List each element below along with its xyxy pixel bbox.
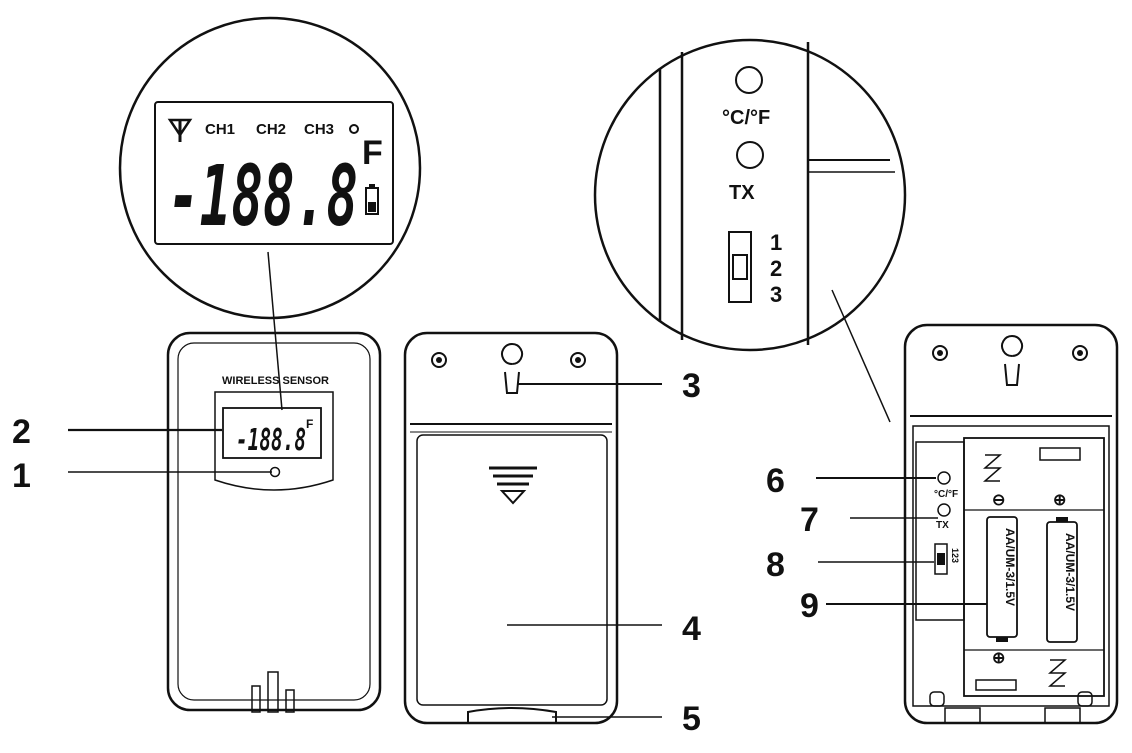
lcd-zoom-leader — [267, 251, 283, 411]
channel-switch-zoom — [728, 231, 752, 303]
unit-button — [937, 471, 951, 485]
channel-2-label: 2 — [770, 256, 782, 281]
channel-label-small: 123 — [950, 548, 960, 563]
hang-hole-icon — [1001, 335, 1024, 386]
lcd-ch1-label: CH1 — [205, 121, 235, 138]
lcd-zoom-unit: F — [362, 134, 383, 172]
brand-label: WIRELESS SENSOR — [222, 375, 329, 387]
hang-hole-icon — [501, 343, 524, 394]
sensor-open-view: ⊖ ⊕ ⊕ AA/UM-3/1.5V AA/UM-3/1.5V °C/°F TX… — [903, 323, 1119, 725]
unit-button-zoom — [735, 66, 763, 94]
tx-label-small: TX — [936, 520, 949, 531]
plus-symbol: ⊕ — [1053, 492, 1066, 509]
battery-cover-arrow-icon — [489, 466, 537, 505]
callout-6: 6 — [766, 462, 785, 500]
sensor-front-view: WIRELESS SENSOR -188.8 F — [166, 331, 382, 713]
lcd-ch3-label: CH3 — [304, 121, 334, 138]
unit-label-small: °C/°F — [934, 489, 958, 500]
tx-button-zoom — [736, 141, 764, 169]
battery-low-icon — [365, 184, 379, 215]
sensor-back-view — [403, 331, 619, 725]
cover-latch — [467, 707, 557, 723]
callout-numbers: 2 1 3 4 5 6 7 8 9 — [12, 367, 819, 738]
channel-3-label: 3 — [770, 282, 782, 307]
front-lcd-unit: F — [306, 417, 313, 431]
channel-1-label: 1 — [770, 230, 782, 255]
screw-icon — [932, 345, 948, 361]
callout-4: 4 — [682, 610, 701, 648]
lcd-ch2-label: CH2 — [256, 121, 286, 138]
battery-right-label: AA/UM-3/1.5V — [1063, 533, 1077, 611]
front-lcd — [222, 407, 322, 459]
callout-5: 5 — [682, 700, 701, 738]
switch-zoom-callout: °C/°F TX 1 2 3 — [593, 38, 907, 423]
unit-label-zoom: °C/°F — [722, 107, 770, 129]
plus-symbol: ⊕ — [992, 650, 1005, 667]
front-window — [214, 391, 334, 491]
tx-button — [937, 503, 951, 517]
tx-label-zoom: TX — [729, 182, 755, 204]
channel-switch — [934, 543, 948, 575]
battery-left-label: AA/UM-3/1.5V — [1003, 528, 1017, 606]
battery-left: AA/UM-3/1.5V — [986, 516, 1018, 642]
callout-9: 9 — [800, 587, 819, 625]
front-stand-legs — [251, 671, 295, 713]
battery-cover — [416, 434, 608, 706]
lcd-zoom-digits: -188.8 — [168, 147, 358, 245]
antenna-icon — [167, 118, 193, 142]
callout-lines — [68, 383, 987, 718]
callout-1: 1 — [12, 457, 31, 495]
callout-7: 7 — [800, 501, 819, 539]
lcd-zoom-callout: CH1 CH2 CH3 -188.8 F — [118, 16, 422, 411]
screw-icon — [1072, 345, 1088, 361]
screw-icon — [570, 352, 586, 368]
minus-symbol: ⊖ — [992, 492, 1005, 509]
screw-icon — [431, 352, 447, 368]
compartment-frame — [912, 425, 1110, 707]
callout-2: 2 — [12, 413, 31, 451]
switch-zoom-leader — [831, 289, 891, 423]
battery-spring-icon — [975, 447, 1081, 691]
front-lcd-digits: -188.8 — [236, 423, 306, 458]
battery-right: AA/UM-3/1.5V — [1046, 517, 1078, 643]
control-panel — [915, 441, 965, 621]
callout-3: 3 — [682, 367, 701, 405]
degree-symbol-icon — [349, 124, 359, 134]
callout-8: 8 — [766, 546, 785, 584]
